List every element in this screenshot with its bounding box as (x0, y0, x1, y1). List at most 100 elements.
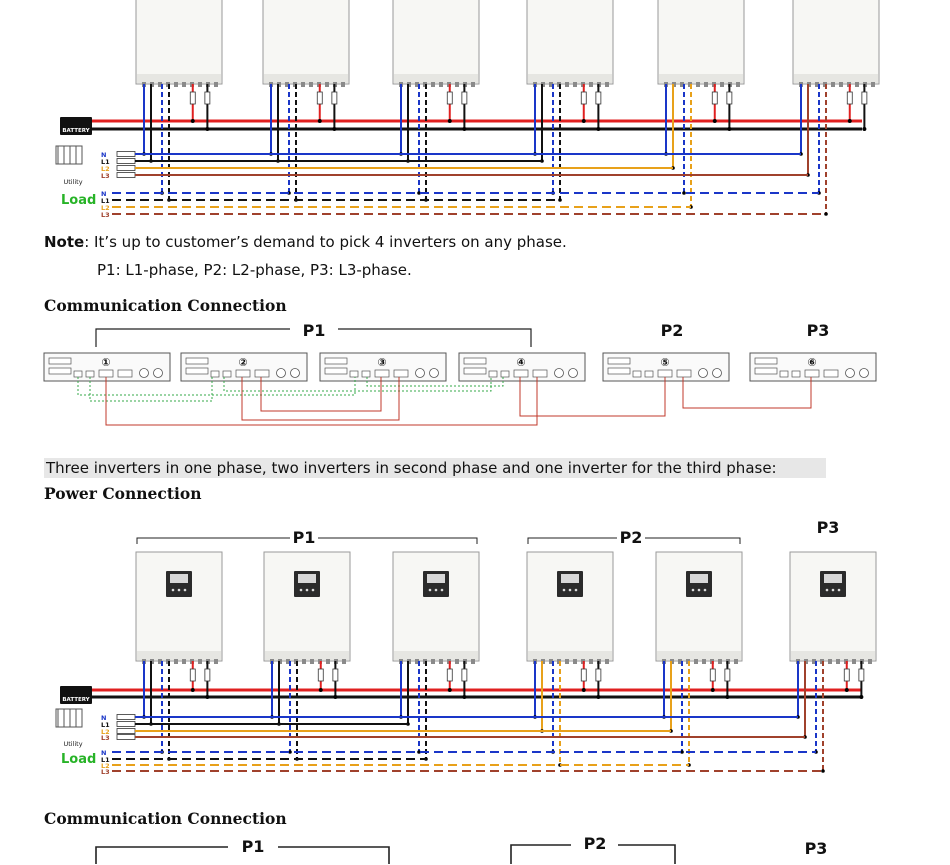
fuse (446, 668, 453, 682)
comm2-p2-bracket-left (510, 844, 571, 864)
comm-unit-number: ② (238, 356, 247, 369)
load-line-label: L1 (101, 756, 110, 764)
comm-p2-label: P2 (661, 321, 684, 340)
terminal (214, 659, 218, 664)
parallel-port (779, 370, 789, 378)
terminal (415, 659, 419, 664)
inverter-unit (263, 551, 351, 664)
breaker (116, 728, 136, 734)
junction (862, 127, 867, 131)
battery-label: BATTERY (62, 128, 90, 134)
junction (824, 212, 828, 216)
utility-label: Utility (63, 740, 82, 748)
parallel-port (361, 370, 371, 378)
terminal (565, 82, 569, 87)
fuse (711, 91, 718, 105)
junction (205, 695, 210, 699)
inverter-base (528, 74, 612, 83)
terminal (310, 659, 314, 664)
lcd-screen (298, 574, 316, 583)
parallel-cable (89, 377, 213, 402)
junction (417, 750, 421, 754)
terminal (734, 659, 738, 664)
breaker (116, 151, 136, 157)
junction (682, 191, 686, 195)
lcd-button (183, 588, 187, 592)
comm-inverter-unit (43, 352, 171, 382)
terminal (214, 82, 218, 87)
terminal (704, 82, 708, 87)
lcd-button (691, 588, 695, 592)
inverter-body (657, 0, 745, 85)
breaker (116, 721, 136, 727)
junction (680, 750, 684, 754)
terminal (589, 82, 593, 87)
terminal (718, 659, 722, 664)
lcd-button (562, 588, 566, 592)
comm-port (48, 357, 72, 365)
breaker (116, 158, 136, 164)
comm-unit-number: ③ (377, 356, 386, 369)
terminal (736, 82, 740, 87)
fuse (189, 668, 196, 682)
terminal (198, 82, 202, 87)
phase-p3-label: P3 (817, 518, 840, 537)
current-sharing-cable (241, 377, 400, 421)
current-port (804, 369, 820, 378)
comm-knob (153, 368, 163, 378)
load-label: Load (61, 193, 96, 208)
junction (596, 695, 601, 699)
terminal (431, 659, 435, 664)
inverter-unit (135, 551, 223, 664)
current-port (235, 369, 251, 378)
load-line-label: L3 (101, 768, 110, 776)
fuse (189, 91, 196, 105)
junction (859, 695, 864, 699)
terminal (342, 659, 346, 664)
inverter-body (135, 0, 223, 85)
lcd-button (171, 588, 175, 592)
terminal (815, 82, 819, 87)
fuse (461, 668, 468, 682)
junction (558, 198, 562, 202)
load-line-label: L1 (101, 197, 110, 205)
inverter-unit (526, 0, 614, 87)
comm-inverter-unit (180, 352, 308, 382)
terminal (565, 659, 569, 664)
lcd-button (434, 588, 438, 592)
lcd-button (831, 588, 835, 592)
section-heading-comm-1: Communication Connection (44, 296, 287, 315)
lcd-screen (170, 574, 188, 583)
junction (462, 127, 467, 131)
comm-knob (859, 368, 869, 378)
inverter-body (655, 551, 743, 662)
inverter-unit (655, 551, 743, 664)
phase-p2-label: P2 (620, 528, 643, 547)
terminal (680, 82, 684, 87)
terminal (439, 659, 443, 664)
terminal (549, 82, 553, 87)
lcd-screen (824, 574, 842, 583)
lcd-button (697, 588, 701, 592)
inverter-body (135, 551, 223, 662)
terminal (549, 659, 553, 664)
load-line-label: L2 (101, 762, 110, 770)
comm-p1-bracket-left (95, 328, 290, 347)
fuse (580, 668, 587, 682)
parallel-cable (77, 377, 356, 396)
junction (844, 688, 849, 692)
comm-unit-number: ④ (516, 356, 525, 369)
inverter-body (526, 0, 614, 85)
inverter-base (657, 651, 741, 660)
terminal (182, 82, 186, 87)
comm-port (607, 357, 631, 365)
utility-line-label: L3 (101, 734, 110, 742)
comm-knob (698, 368, 708, 378)
terminal (301, 82, 305, 87)
terminal (174, 82, 178, 87)
lcd-screen (690, 574, 708, 583)
comm-knob (290, 368, 300, 378)
lcd-button (837, 588, 841, 592)
config-band (44, 458, 826, 478)
junction (190, 119, 195, 123)
